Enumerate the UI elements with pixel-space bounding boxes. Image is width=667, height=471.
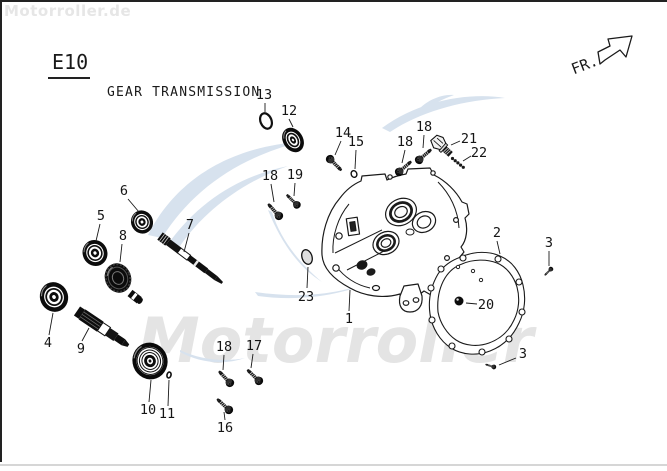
diagram-title: GEAR TRANSMISSION xyxy=(107,85,261,100)
part-15-washer xyxy=(350,169,358,179)
frame-top-border xyxy=(0,0,667,2)
part-18-bolt-c xyxy=(264,200,286,223)
leader-line-20 xyxy=(465,302,478,305)
leader-line-7 xyxy=(183,232,190,253)
leader-line-2 xyxy=(496,240,501,255)
leader-line-23 xyxy=(306,266,309,289)
leader-line-9 xyxy=(81,327,90,342)
leader-line-3 xyxy=(498,357,517,366)
leader-line-8 xyxy=(119,243,123,263)
leader-line-1 xyxy=(348,289,351,312)
leader-line-14 xyxy=(334,140,342,156)
leader-line-18 xyxy=(401,149,406,164)
part-19-bolt xyxy=(283,191,303,211)
part-22-spring xyxy=(450,156,465,169)
leader-line-16 xyxy=(223,411,226,421)
part-23-o-ring xyxy=(301,249,313,265)
part-18-bolt-b xyxy=(412,145,435,167)
leader-line-11 xyxy=(167,379,170,407)
part-9-drive-shaft xyxy=(73,306,130,347)
part-21-filler-plug xyxy=(430,134,453,157)
part-4-bearing xyxy=(34,276,74,318)
leader-line-17 xyxy=(250,353,254,369)
watermark-swoosh xyxy=(148,94,505,363)
fr-arrow-icon xyxy=(597,35,633,65)
leader-line-4 xyxy=(48,312,54,336)
part-8-gear xyxy=(104,263,143,304)
part-13-o-ring xyxy=(258,112,274,130)
leader-line-12 xyxy=(288,118,294,128)
leader-line-18 xyxy=(270,183,275,203)
leader-line-21 xyxy=(450,140,461,146)
part-11-circlip xyxy=(166,371,172,379)
part-3-bolt-top xyxy=(542,265,555,278)
frame-left-border xyxy=(0,0,2,462)
leader-line-5 xyxy=(95,223,101,242)
part-5-bearing xyxy=(77,235,113,271)
leader-line-22 xyxy=(462,155,472,162)
leader-line-18 xyxy=(222,354,225,371)
part-2-cover-gasket xyxy=(427,251,526,356)
leader-line-15 xyxy=(354,149,357,170)
leader-line-19 xyxy=(293,182,296,197)
section-code: E10 xyxy=(52,50,89,74)
frame-bottom-border xyxy=(0,464,667,466)
leader-line-10 xyxy=(148,379,152,403)
leader-lines xyxy=(48,103,550,421)
leader-line-6 xyxy=(127,198,140,213)
leader-line-18 xyxy=(422,134,425,149)
part-1-transmission-cover xyxy=(321,167,470,313)
part-7-shaft xyxy=(157,232,224,284)
part-14-bolt xyxy=(323,152,345,174)
part-12-oil-seal xyxy=(282,127,304,153)
section-code-underline xyxy=(48,77,90,79)
part-20-drain-plug xyxy=(454,296,464,306)
part-10-gear-wheel xyxy=(132,342,168,380)
watermark-site-name: Motorroller.de xyxy=(4,2,132,20)
